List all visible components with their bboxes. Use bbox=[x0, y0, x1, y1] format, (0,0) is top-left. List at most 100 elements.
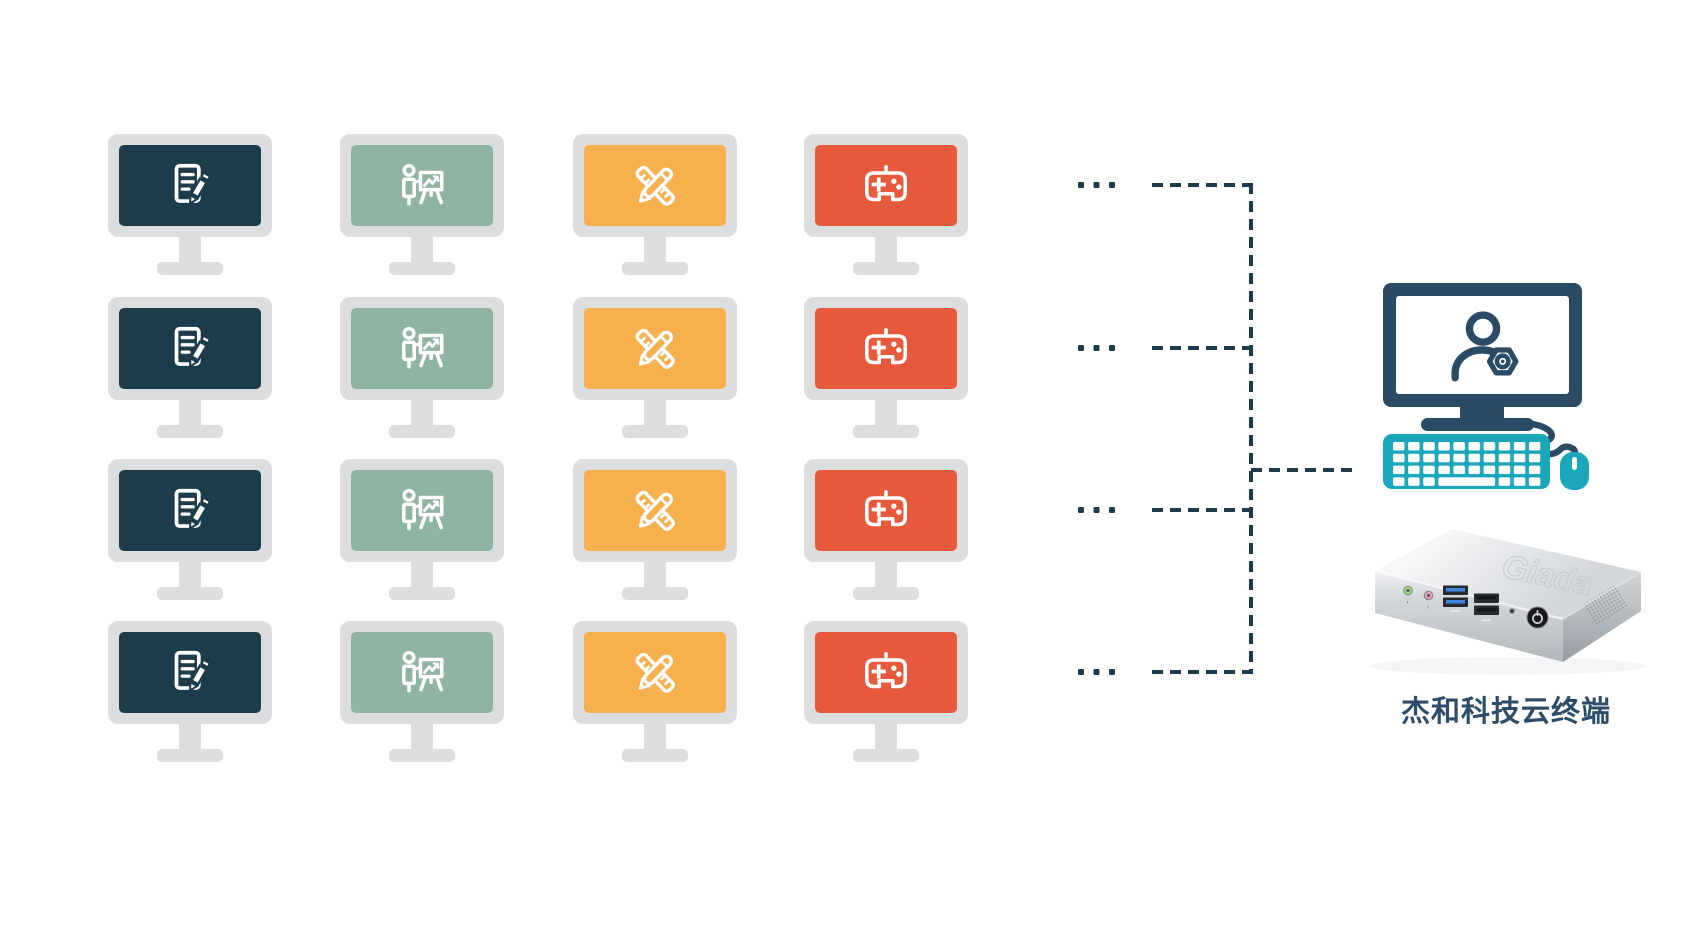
monitor-stand-neck bbox=[875, 237, 897, 264]
monitor-stand-neck bbox=[179, 724, 201, 751]
monitor-stand-neck bbox=[644, 724, 666, 751]
monitor-stand-neck bbox=[179, 237, 201, 264]
monitor-screen bbox=[815, 470, 957, 551]
monitor-office-r4 bbox=[108, 621, 272, 762]
gamepad-icon bbox=[859, 646, 913, 700]
monitor-stand-base bbox=[389, 587, 455, 600]
monitor-stand-neck bbox=[411, 724, 433, 751]
monitor-stand-base bbox=[853, 262, 919, 275]
monitor-gaming-r2 bbox=[804, 297, 968, 438]
document-edit-icon bbox=[163, 159, 217, 213]
keyboard-keys bbox=[1393, 442, 1541, 486]
monitor-stand-base bbox=[389, 425, 455, 438]
device-top-face bbox=[1375, 529, 1641, 619]
monitor-stand-base bbox=[389, 749, 455, 762]
terminal-mouse bbox=[1560, 452, 1589, 490]
monitor-office-r2 bbox=[108, 297, 272, 438]
user-gear-icon bbox=[1442, 307, 1524, 383]
usb-ports-icon bbox=[1443, 585, 1499, 622]
monitor-stand-neck bbox=[644, 562, 666, 589]
terminal-monitor bbox=[1383, 283, 1582, 407]
ellipsis-dot bbox=[1109, 669, 1115, 675]
monitor-stand-base bbox=[157, 587, 223, 600]
monitor-stand-base bbox=[389, 262, 455, 275]
monitor-stand-neck bbox=[411, 400, 433, 427]
power-button-icon bbox=[1526, 606, 1549, 629]
ruler-pencil-icon bbox=[628, 646, 682, 700]
ellipsis-dot bbox=[1078, 182, 1084, 188]
monitor-screen bbox=[584, 145, 726, 226]
monitor-stand-base bbox=[622, 262, 688, 275]
document-edit-icon bbox=[163, 484, 217, 538]
presentation-chart-icon bbox=[395, 159, 449, 213]
monitor-stand-neck bbox=[875, 562, 897, 589]
vent-grille bbox=[1582, 585, 1628, 627]
monitor-presentation-r2 bbox=[340, 297, 504, 438]
monitor-screen bbox=[119, 145, 261, 226]
monitor-screen bbox=[351, 145, 493, 226]
cloud-terminal-device: Giada bbox=[1370, 529, 1646, 675]
monitor-stand-neck bbox=[644, 400, 666, 427]
monitor-screen bbox=[119, 470, 261, 551]
monitor-stand-base bbox=[853, 425, 919, 438]
mouse-scroll-slot bbox=[1572, 457, 1577, 470]
document-edit-icon bbox=[163, 322, 217, 376]
gamepad-icon bbox=[859, 484, 913, 538]
monitor-presentation-r4 bbox=[340, 621, 504, 762]
monitor-stand-base bbox=[157, 425, 223, 438]
ellipsis-dot bbox=[1093, 182, 1100, 188]
monitor-stand-neck bbox=[411, 237, 433, 264]
monitor-presentation-r3 bbox=[340, 459, 504, 600]
monitor-stand-neck bbox=[179, 400, 201, 427]
monitor-gaming-r3 bbox=[804, 459, 968, 600]
monitor-stand-neck bbox=[411, 562, 433, 589]
monitor-screen bbox=[119, 632, 261, 713]
ellipsis-dot bbox=[1078, 345, 1084, 351]
terminal-label: 杰和科技云终端 bbox=[1400, 696, 1611, 728]
monitor-screen bbox=[351, 470, 493, 551]
device-front-face bbox=[1375, 571, 1563, 662]
monitor-stand-neck bbox=[644, 237, 666, 264]
monitor-design-r3 bbox=[573, 459, 737, 600]
spacebar-key bbox=[1438, 477, 1496, 486]
monitor-screen bbox=[351, 308, 493, 389]
ellipsis-dot bbox=[1093, 345, 1100, 351]
device-shadow bbox=[1370, 657, 1646, 675]
monitor-stand-base bbox=[853, 749, 919, 762]
monitor-stand-base bbox=[157, 749, 223, 762]
monitor-design-r1 bbox=[573, 134, 737, 275]
terminal-monitor-screen bbox=[1396, 296, 1569, 394]
ruler-pencil-icon bbox=[628, 322, 682, 376]
presentation-chart-icon bbox=[395, 646, 449, 700]
monitor-screen bbox=[584, 632, 726, 713]
document-edit-icon bbox=[163, 646, 217, 700]
monitor-stand-base bbox=[622, 425, 688, 438]
ellipsis-dot bbox=[1109, 507, 1115, 513]
ellipsis-dot bbox=[1109, 345, 1115, 351]
terminal-stand-base bbox=[1421, 418, 1534, 431]
monitor-screen bbox=[351, 632, 493, 713]
monitor-office-r1 bbox=[108, 134, 272, 275]
presentation-chart-icon bbox=[395, 322, 449, 376]
dashed-connectors bbox=[1152, 183, 1356, 674]
presentation-chart-icon bbox=[395, 484, 449, 538]
ellipsis-dot bbox=[1078, 507, 1084, 513]
monitor-screen bbox=[584, 470, 726, 551]
ellipsis-dot bbox=[1078, 669, 1084, 675]
monitor-office-r3 bbox=[108, 459, 272, 600]
monitor-screen bbox=[584, 308, 726, 389]
monitor-screen bbox=[815, 632, 957, 713]
gamepad-icon bbox=[859, 159, 913, 213]
monitor-screen bbox=[815, 308, 957, 389]
monitor-presentation-r1 bbox=[340, 134, 504, 275]
gamepad-icon bbox=[859, 322, 913, 376]
monitor-stand-base bbox=[853, 587, 919, 600]
monitor-design-r2 bbox=[573, 297, 737, 438]
monitor-stand-neck bbox=[179, 562, 201, 589]
more-monitors-ellipsis bbox=[1078, 182, 1115, 675]
monitor-stand-base bbox=[157, 262, 223, 275]
ruler-pencil-icon bbox=[628, 484, 682, 538]
terminal-stand-neck bbox=[1460, 405, 1504, 420]
